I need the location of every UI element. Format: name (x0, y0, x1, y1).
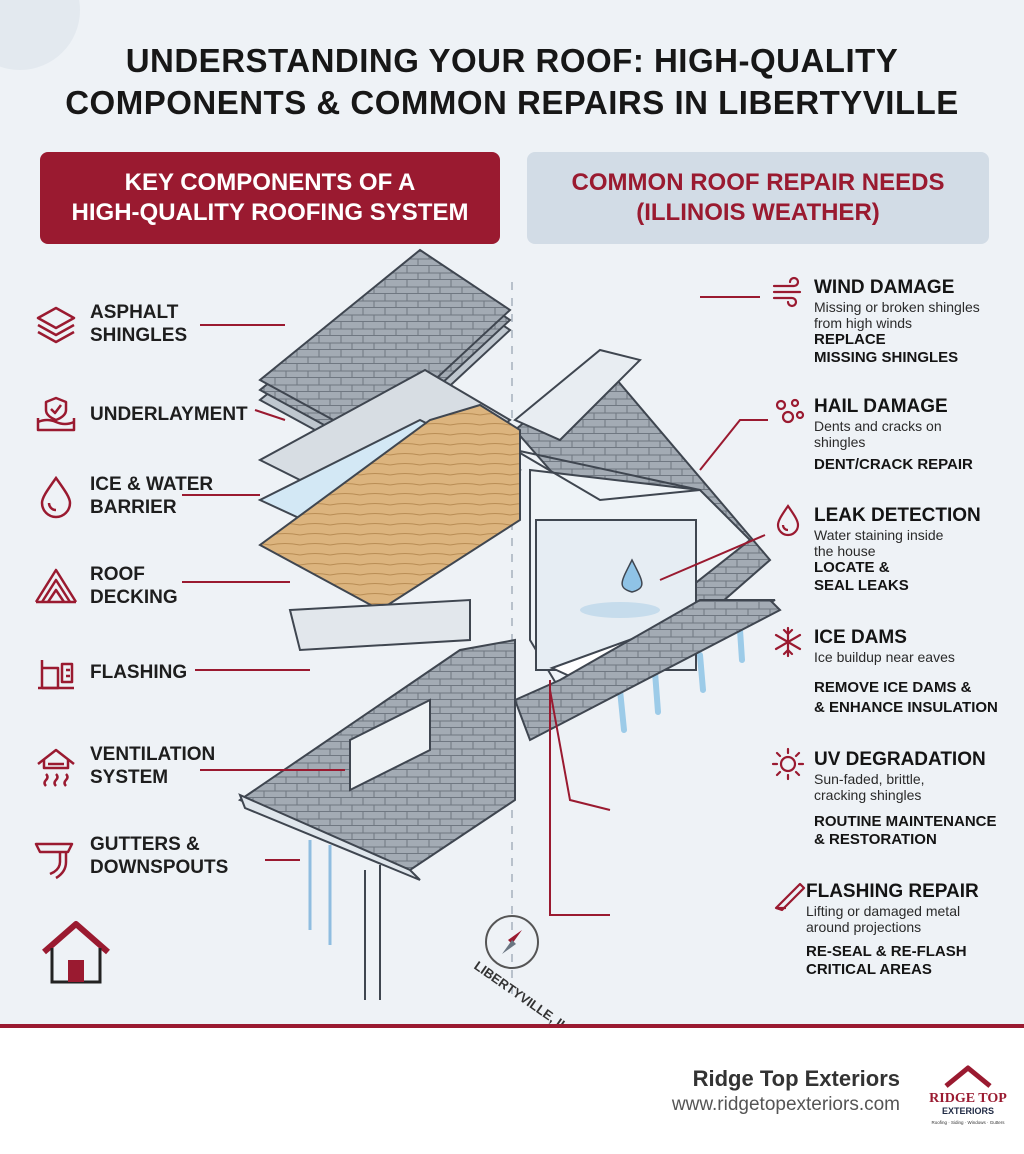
logo-line-1: RIDGE TOP (929, 1091, 1007, 1106)
component-underlayment: UNDERLAYMENT (32, 390, 248, 438)
brand-url[interactable]: www.ridgetopexteriors.com (671, 1094, 900, 1115)
repair-action: & ENHANCE INSULATION (814, 699, 998, 716)
component-label: ASPHALT (90, 302, 179, 323)
repair-description: the house (814, 543, 876, 559)
flashing-icon (38, 660, 74, 690)
repair-description: Water staining inside (814, 527, 944, 543)
repair-heading: FLASHING REPAIR (806, 881, 979, 902)
brand-name: Ridge Top Exteriors (692, 1066, 900, 1091)
leak-drop-icon (776, 504, 800, 537)
snowflake-icon (774, 626, 802, 658)
repair-description: cracking shingles (814, 787, 922, 803)
repairs-header: COMMON ROOF REPAIR NEEDS (ILLINOIS WEATH… (527, 152, 989, 244)
component-flashing: FLASHING (32, 648, 187, 696)
repair-action: & RESTORATION (814, 831, 937, 848)
compass-icon (485, 915, 539, 969)
repair-description: Lifting or damaged metal (806, 903, 961, 919)
title-line-2: COMPONENTS & COMMON REPAIRS IN LIBERTYVI… (65, 84, 959, 121)
footer-divider (0, 1024, 1024, 1028)
repair-description: Sun-faded, brittle, (814, 771, 925, 787)
title-line-1: UNDERSTANDING YOUR ROOF: HIGH-QUALITY (125, 42, 899, 79)
component-label: SHINGLES (90, 325, 188, 346)
brand-block: Ridge Top Exteriors www.ridgetopexterior… (672, 1066, 900, 1116)
roof-decking-icon (34, 568, 78, 604)
repair-ice-dams: ICE DAMS Ice buildup near eaves REMOVE I… (770, 626, 1020, 717)
repair-description: from high winds (814, 315, 913, 331)
footer (0, 1028, 1024, 1154)
repair-action: REMOVE ICE DAMS & (814, 679, 972, 696)
repairs-header-line-1: COMMON ROOF REPAIR NEEDS (571, 169, 945, 196)
components-header-line-2: HIGH-QUALITY ROOFING SYSTEM (71, 199, 469, 226)
repair-action: ROUTINE MAINTENANCE (814, 813, 997, 830)
component-label: ROOF (90, 564, 145, 585)
logo-tagline: Roofing · Siding · Windows · Gutters (931, 1120, 1005, 1125)
house-icon (42, 921, 110, 984)
wind-icon (772, 276, 802, 308)
repair-heading: UV DEGRADATION (814, 749, 986, 770)
component-label: GUTTERS & (90, 834, 200, 855)
ridge-top-logo: RIDGE TOP EXTERIORS Roofing · Siding · W… (929, 1065, 1007, 1125)
repair-wind-damage: WIND DAMAGE Missing or broken shingles f… (770, 276, 1020, 367)
repair-heading: WIND DAMAGE (814, 277, 955, 298)
repair-heading: HAIL DAMAGE (814, 396, 948, 417)
repair-description: around projections (806, 919, 922, 935)
gutter-icon (34, 842, 74, 880)
component-gutters-downspouts: GUTTERS &DOWNSPOUTS (32, 832, 228, 880)
component-label: BARRIER (90, 497, 177, 518)
components-header: KEY COMPONENTS OF A HIGH-QUALITY ROOFING… (40, 152, 500, 244)
logo-line-2: EXTERIORS (942, 1106, 994, 1116)
repair-flashing-repair: FLASHING REPAIR Lifting or damaged metal… (772, 880, 1022, 979)
repair-action: MISSING SHINGLES (814, 349, 959, 366)
repair-action: SEAL LEAKS (814, 577, 909, 594)
repair-description: Ice buildup near eaves (814, 649, 955, 665)
repair-action: CRITICAL AREAS (806, 961, 932, 978)
repair-hail-damage: HAIL DAMAGE Dents and cracks on shingles… (770, 395, 1020, 474)
repair-description: Missing or broken shingles (814, 299, 980, 315)
repair-heading: LEAK DETECTION (814, 505, 981, 526)
roof-layers-illustration (237, 248, 522, 1000)
sun-icon (771, 747, 805, 781)
repairs-header-line-2: (ILLINOIS WEATHER) (636, 199, 880, 226)
component-label: DECKING (90, 587, 178, 608)
hail-icon (775, 398, 805, 424)
page-title: UNDERSTANDING YOUR ROOF: HIGH-QUALITY CO… (0, 40, 1024, 124)
component-label: UNDERLAYMENT (90, 403, 248, 425)
underlayment-shield-icon (36, 396, 76, 432)
layers-icon (36, 306, 76, 344)
repair-action: REPLACE (814, 331, 886, 348)
component-label: DOWNSPOUTS (90, 857, 229, 878)
component-label: VENTILATION (90, 744, 216, 765)
components-header-line-1: KEY COMPONENTS OF A (124, 169, 416, 196)
water-drop-icon (40, 475, 72, 519)
repair-action: RE-SEAL & RE-FLASH (806, 943, 967, 960)
leader-lines (182, 296, 768, 916)
component-label: SYSTEM (90, 767, 169, 788)
component-label: FLASHING (90, 661, 188, 683)
repair-description: Dents and cracks on (814, 418, 942, 434)
component-label: ICE & WATER (90, 474, 214, 495)
ventilation-icon (37, 748, 75, 787)
house-illustration (513, 348, 782, 742)
repair-uv-degradation: UV DEGRADATION Sun-faded, brittle, crack… (770, 747, 1020, 849)
flashing-repair-icon (774, 882, 806, 912)
repair-leak-detection: LEAK DETECTION Water staining inside the… (770, 504, 1020, 595)
repair-heading: ICE DAMS (814, 627, 907, 648)
repair-action: DENT/CRACK REPAIR (814, 456, 973, 473)
repair-description: shingles (814, 434, 866, 450)
repair-action: LOCATE & (814, 559, 890, 576)
